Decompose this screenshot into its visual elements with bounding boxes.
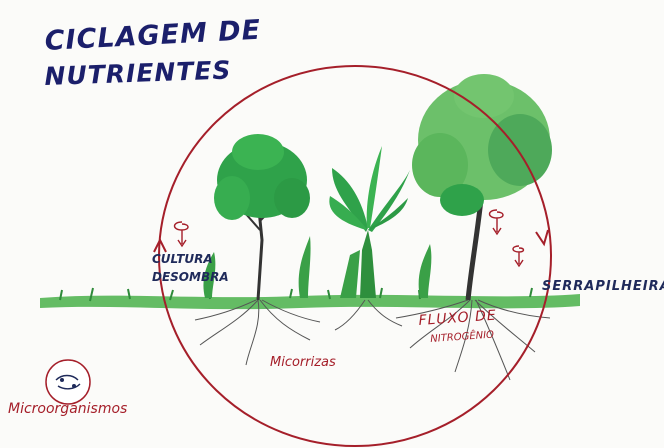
label-micorrizas: Micorrizas xyxy=(270,355,336,370)
label-cultura-desombra: CULTURA DESOMBRA xyxy=(152,250,229,286)
roots xyxy=(194,299,551,381)
right-tree xyxy=(412,74,552,301)
label-serrapilheira: SERRAPILHEIRA xyxy=(542,279,664,294)
small-plants xyxy=(203,236,432,298)
spiral-arrow-icon xyxy=(173,209,525,268)
label-cultura-line2: DESOMBRA xyxy=(152,270,229,284)
microorganism-icon xyxy=(45,359,91,405)
label-microorganismos: Microorganismos xyxy=(8,401,128,417)
label-cultura-line1: CULTURA xyxy=(152,252,213,266)
ground-strip xyxy=(40,287,580,310)
cycle-circle-arrow xyxy=(153,65,552,447)
left-tree xyxy=(214,134,310,301)
banana-plant xyxy=(329,146,410,298)
